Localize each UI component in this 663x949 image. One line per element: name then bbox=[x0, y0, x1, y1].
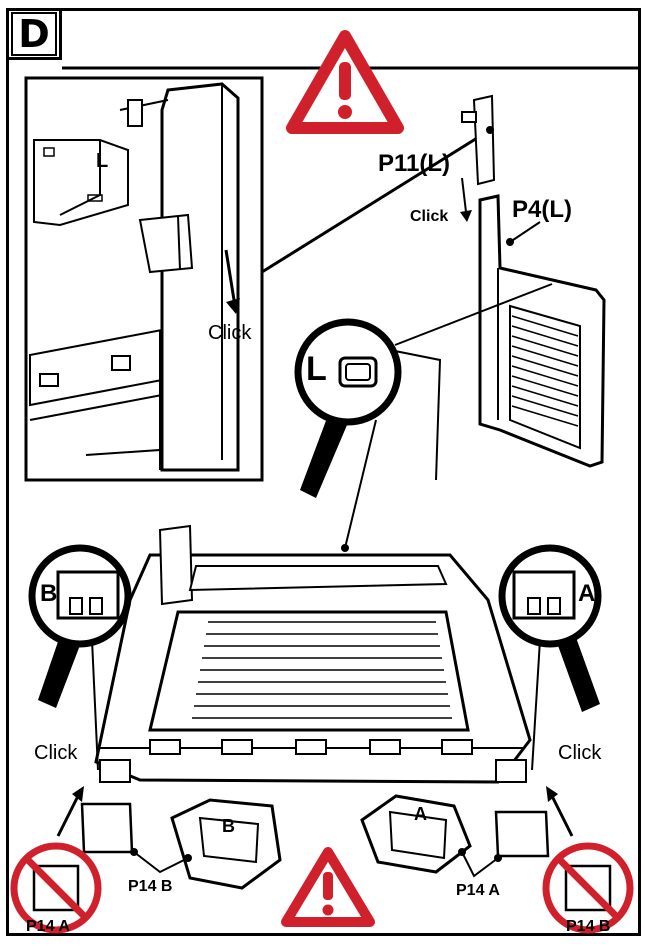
drawer-assembly bbox=[94, 524, 532, 784]
inset-l-letter: L bbox=[96, 150, 109, 172]
part-b-letter: B bbox=[222, 816, 235, 836]
warning-triangle-icon bbox=[281, 847, 375, 927]
magnifier-l-letter: L bbox=[306, 350, 327, 388]
click-label-left: Click bbox=[34, 742, 78, 764]
step-badge: D bbox=[6, 8, 62, 60]
part-p4-panel bbox=[478, 194, 606, 468]
part-a-letter: A bbox=[414, 804, 427, 824]
part-p11 bbox=[461, 94, 496, 186]
p4-label: P4(L) bbox=[512, 196, 572, 223]
p11-label: P11(L) bbox=[378, 150, 451, 177]
p14a-label: P14 A bbox=[456, 882, 500, 899]
part-p14b bbox=[170, 798, 282, 890]
page-frame bbox=[6, 8, 641, 936]
magnifier-b-letter: B bbox=[40, 580, 58, 607]
step-letter: D bbox=[11, 12, 57, 56]
p14a-corner-label: P14 A bbox=[26, 918, 70, 935]
magnifier-a-letter: A bbox=[578, 580, 596, 607]
click-label-p11: Click bbox=[410, 208, 449, 225]
click-label-inset: Click bbox=[208, 322, 252, 344]
detail-inset bbox=[24, 76, 264, 482]
p14b-corner-label: P14 B bbox=[566, 918, 611, 935]
magnifier-icon bbox=[498, 544, 602, 712]
p14b-label: P14 B bbox=[128, 878, 173, 895]
warning-triangle-icon bbox=[286, 30, 404, 134]
part-p14a bbox=[360, 794, 472, 874]
prohibited-icon bbox=[10, 842, 102, 934]
click-label-right: Click bbox=[558, 742, 602, 764]
prohibited-icon bbox=[542, 842, 634, 934]
magnifier-icon bbox=[294, 318, 442, 498]
magnifier-icon bbox=[28, 544, 132, 708]
